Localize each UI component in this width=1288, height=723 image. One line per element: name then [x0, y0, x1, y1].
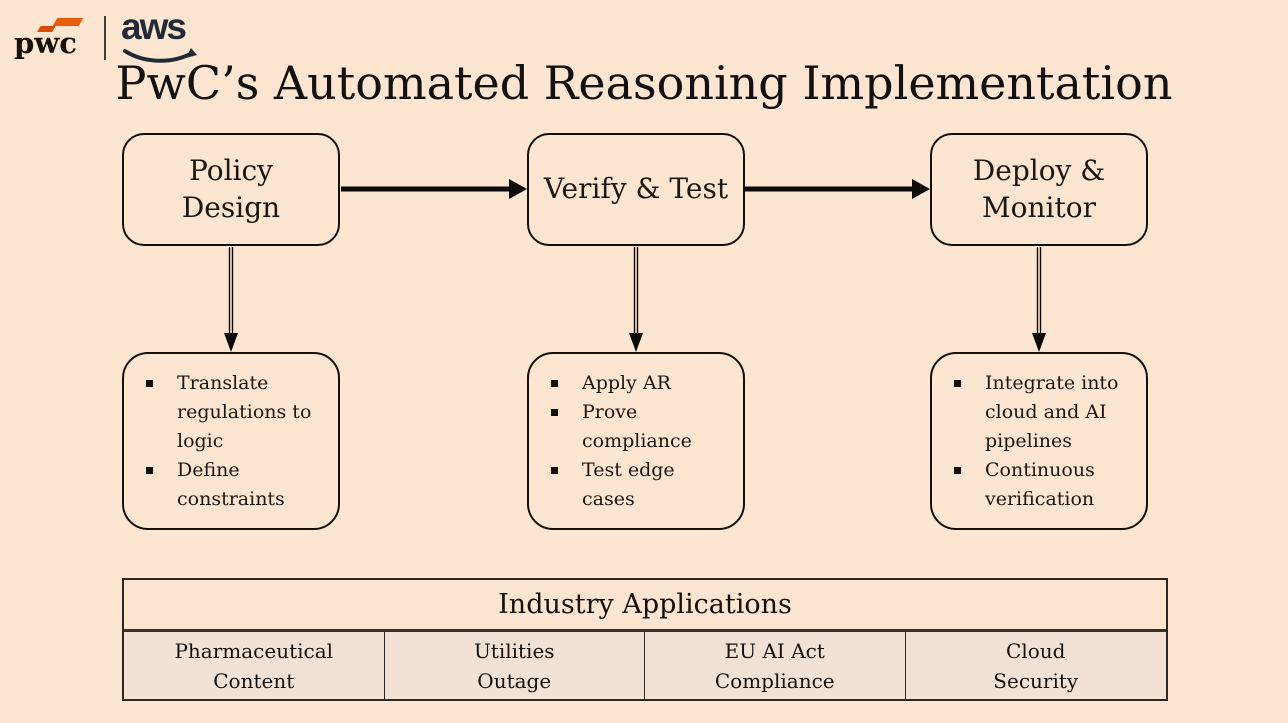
bullet-text: Prove compliance: [582, 400, 692, 452]
bullet-square-icon: [954, 379, 961, 387]
bullet-text: Continuous verification: [985, 458, 1095, 510]
bullet-square-icon: [146, 466, 153, 474]
list-item: Define constraints: [146, 456, 314, 514]
list-item: Translate regulations to logic: [146, 369, 314, 456]
logo-divider: [104, 16, 106, 60]
bullet-square-icon: [551, 408, 558, 416]
list-item: Continuous verification: [954, 456, 1122, 514]
bullet-text: Translate regulations to logic: [177, 371, 312, 452]
detail-box-verify-test: Apply AR Prove compliance Test edge case…: [527, 352, 745, 530]
pwc-logo-text: pwc: [14, 26, 77, 60]
detail-box-policy-design: Translate regulations to logic Define co…: [122, 352, 340, 530]
table-cell-pharmaceutical-content: Pharmaceutical Content: [124, 632, 385, 699]
detail-box-deploy-monitor: Integrate into cloud and AI pipelines Co…: [930, 352, 1148, 530]
arrow-right-icon: [341, 179, 527, 199]
header-logos: pwc aws: [0, 0, 260, 70]
stage-label: Deploy & Monitor: [972, 154, 1106, 224]
page-title: PwC’s Automated Reasoning Implementation: [115, 56, 1173, 110]
list-item: Test edge cases: [551, 456, 719, 514]
industry-applications-table: Industry Applications Pharmaceutical Con…: [122, 578, 1168, 701]
arrow-down-icon: [1032, 247, 1046, 352]
table-header: Industry Applications: [124, 580, 1166, 632]
list-item: Prove compliance: [551, 398, 719, 456]
arrow-right-icon: [744, 179, 930, 199]
stage-label: Policy Design: [181, 154, 281, 224]
stage-label: Verify & Test: [543, 172, 729, 206]
table-row: Pharmaceutical Content Utilities Outage …: [124, 632, 1166, 699]
aws-smile-icon: [123, 48, 197, 63]
list-item: Apply AR: [551, 369, 719, 398]
bullet-text: Integrate into cloud and AI pipelines: [985, 371, 1119, 452]
bullet-square-icon: [954, 466, 961, 474]
stage-box-verify-test: Verify & Test: [527, 133, 745, 246]
pwc-mark-icon: [52, 18, 84, 26]
bullet-text: Apply AR: [582, 371, 671, 394]
pwc-logo: pwc: [14, 14, 98, 62]
bullet-text: Define constraints: [177, 458, 285, 510]
stage-box-deploy-monitor: Deploy & Monitor: [930, 133, 1148, 246]
table-header-label: Industry Applications: [498, 589, 792, 620]
table-cell-cloud-security: Cloud Security: [993, 638, 1079, 693]
bullet-square-icon: [146, 379, 153, 387]
bullet-list: Integrate into cloud and AI pipelines Co…: [932, 369, 1122, 514]
bullet-list: Apply AR Prove compliance Test edge case…: [529, 369, 719, 514]
list-item: Integrate into cloud and AI pipelines: [954, 369, 1122, 456]
arrow-down-icon: [224, 247, 238, 352]
arrow-down-icon: [629, 247, 643, 352]
bullet-square-icon: [551, 379, 558, 387]
bullet-text: Test edge cases: [582, 458, 675, 510]
aws-logo-text: aws: [121, 6, 187, 47]
stage-box-policy-design: Policy Design: [122, 133, 340, 246]
bullet-list: Translate regulations to logic Define co…: [124, 369, 314, 514]
bullet-square-icon: [551, 466, 558, 474]
aws-logo: aws: [121, 6, 201, 66]
table-cell-utilities-outage: Utilities Outage: [385, 632, 645, 699]
table-cell-eu-ai-act-compliance: EU AI Act Compliance: [645, 632, 906, 699]
